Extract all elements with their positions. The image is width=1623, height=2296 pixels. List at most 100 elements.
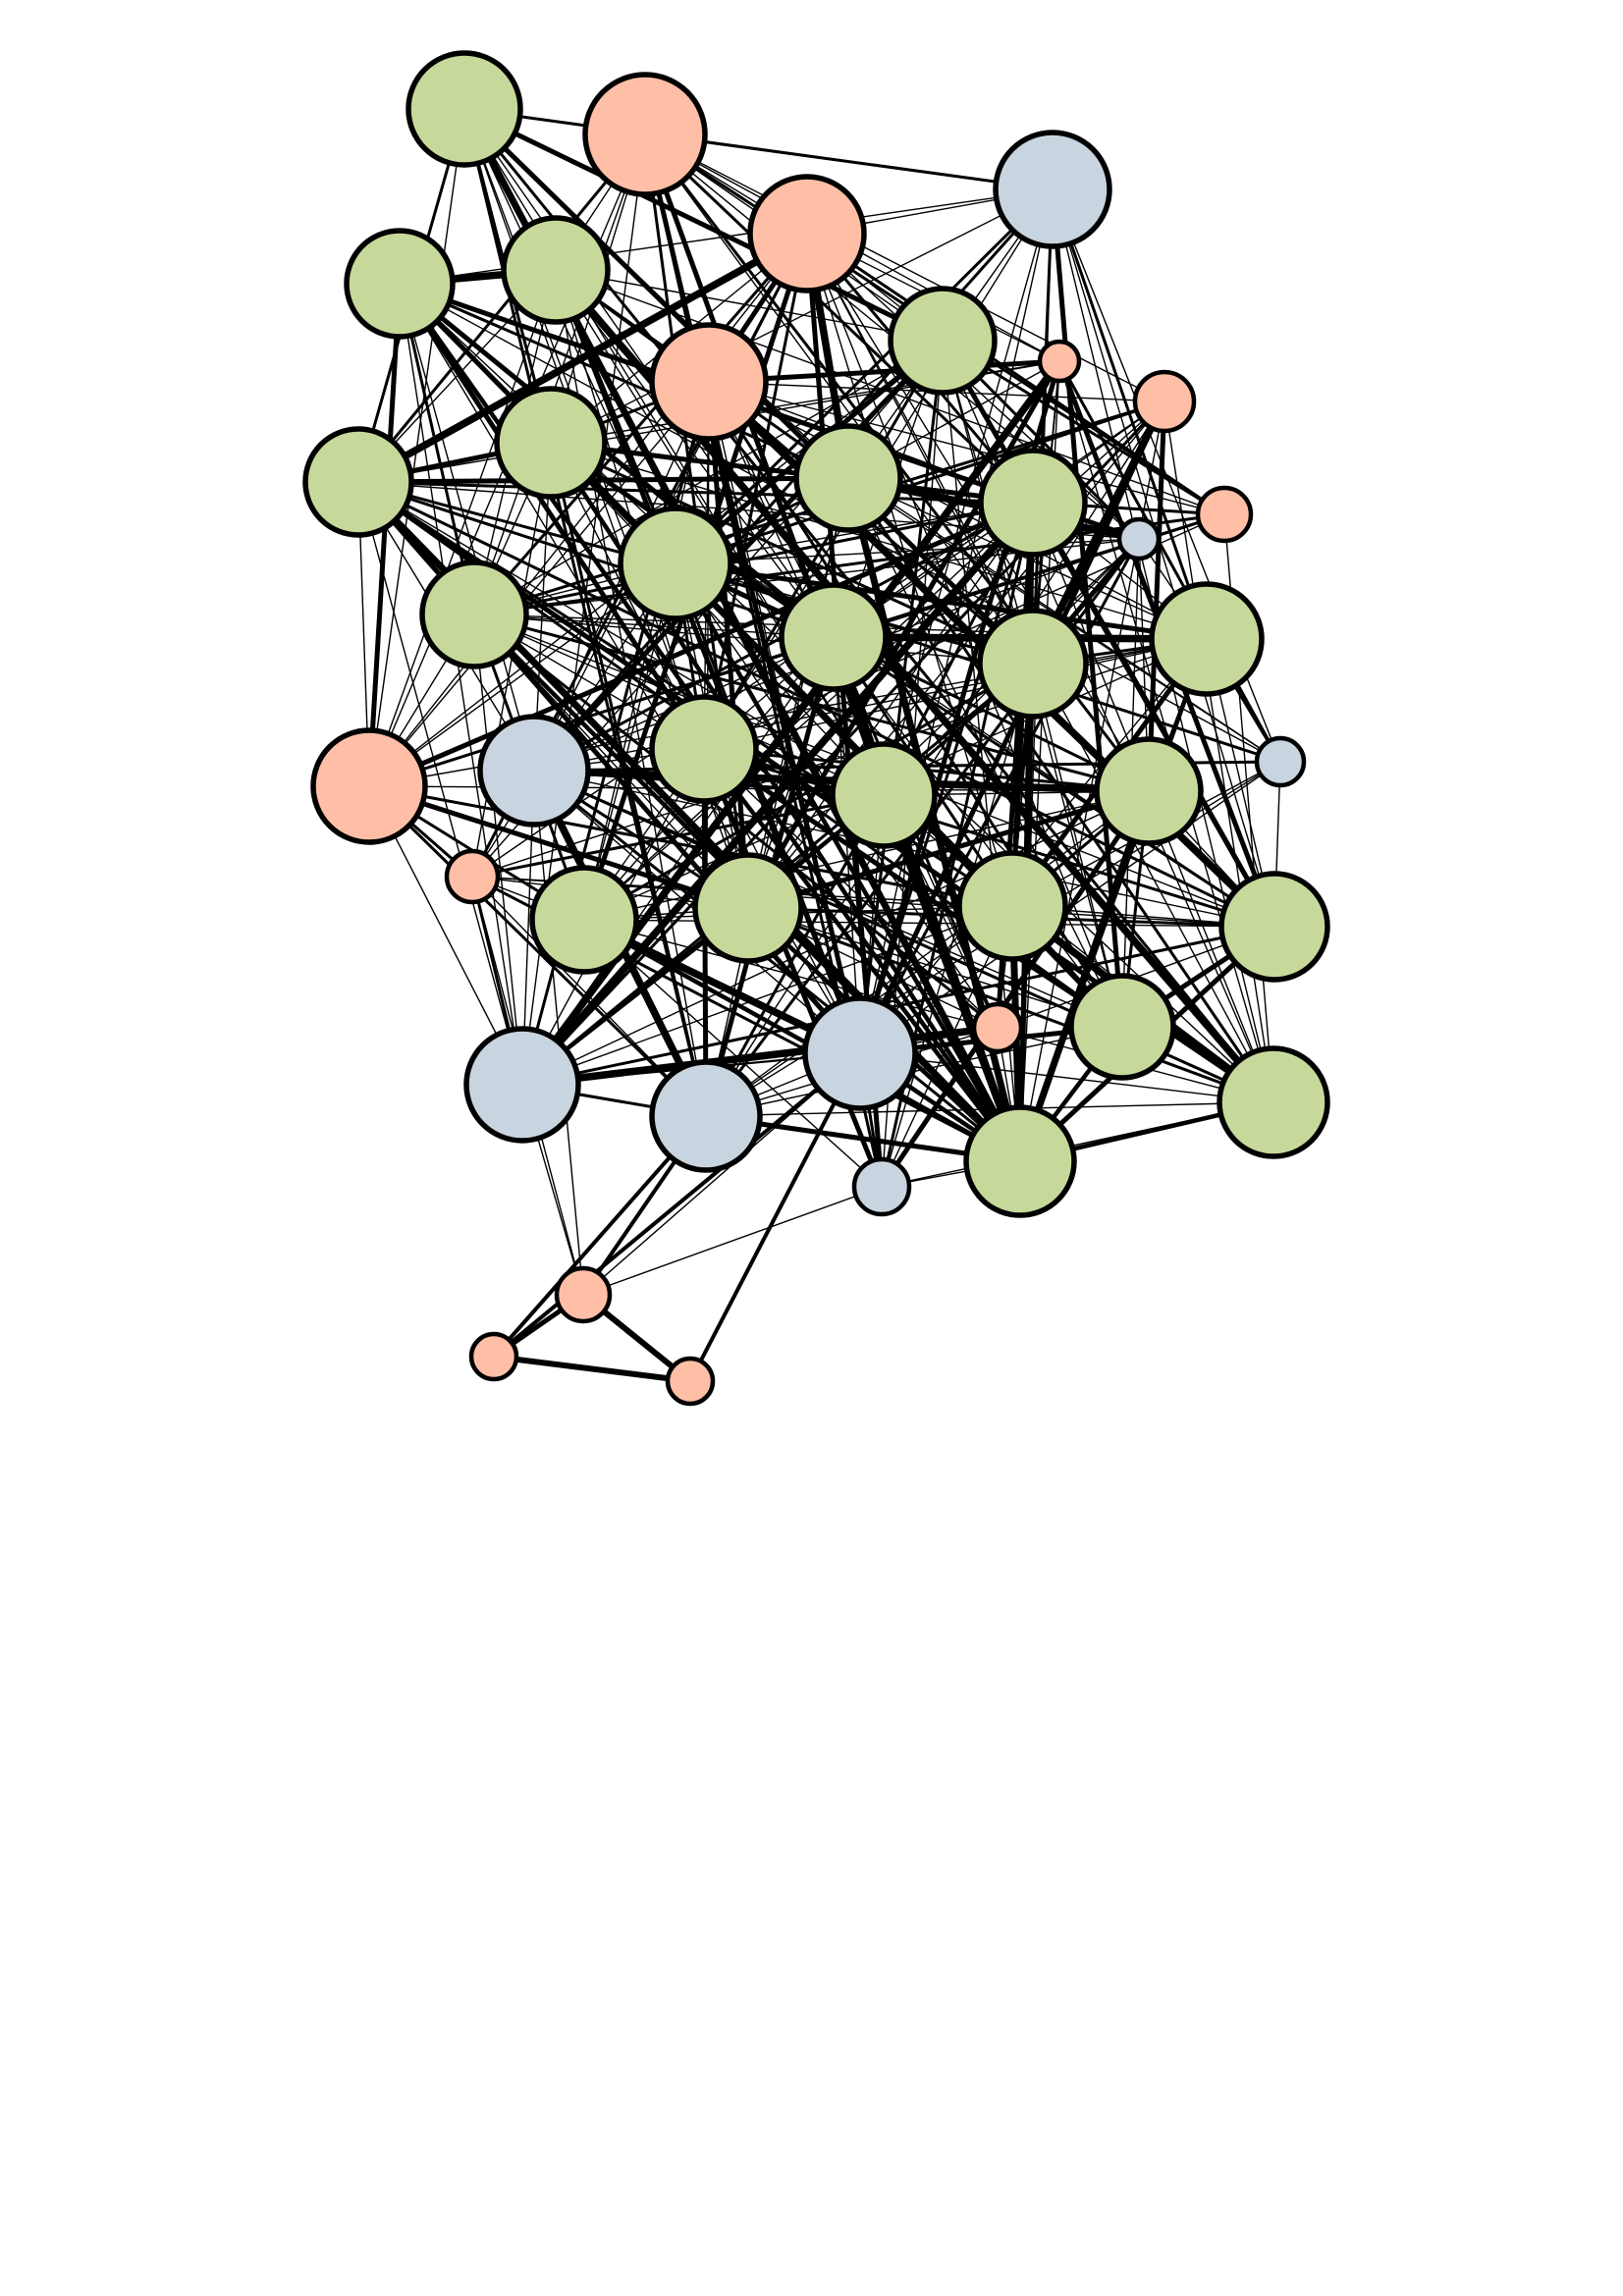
graph-node-green	[1218, 871, 1330, 983]
graph-edge	[859, 1052, 1274, 1103]
graph-node-green	[888, 286, 998, 396]
graph-edge	[1058, 360, 1274, 1103]
hub-edge	[880, 791, 1024, 1165]
graph-node-blue	[993, 130, 1112, 249]
graph-node-blue	[802, 995, 918, 1111]
graph-edge	[705, 790, 1150, 1117]
graph-edge	[708, 381, 1208, 640]
graph-edge	[472, 512, 1226, 616]
graph-edge	[583, 790, 1150, 921]
graph-node-green	[649, 694, 759, 804]
nodes-layer	[302, 50, 1330, 1407]
graph-node-green	[978, 448, 1088, 558]
graph-node-blue	[1254, 735, 1307, 788]
hub-edge	[1016, 787, 1153, 1165]
graph-node-blue	[649, 1059, 763, 1173]
graph-node-green	[779, 582, 889, 692]
graph-edge	[549, 441, 1035, 666]
graph-node-green	[956, 850, 1068, 962]
graph-edge	[473, 614, 835, 638]
graph-edge	[367, 784, 708, 1118]
graph-node-blue	[851, 1156, 912, 1217]
graph-edge	[397, 281, 837, 640]
triangle-link-edge	[688, 1051, 862, 1383]
graph-node-green	[830, 741, 938, 849]
graph-node-green	[501, 215, 611, 325]
graph-node-salmon	[971, 1001, 1024, 1054]
graph-edge	[706, 379, 751, 911]
graph-edge	[583, 919, 883, 1188]
graph-node-salmon	[665, 1356, 716, 1407]
graph-edge	[1163, 400, 1274, 1103]
graph-edge	[368, 269, 557, 787]
graph-edge	[745, 788, 1152, 911]
triangle-link-edge	[582, 1186, 883, 1296]
graph-edge	[644, 133, 1054, 190]
graph-node-salmon	[747, 174, 867, 294]
graph-edge	[399, 283, 535, 772]
graph-node-green	[793, 423, 903, 533]
graph-node-green	[344, 228, 456, 340]
graph-edge	[472, 613, 1151, 793]
graph-node-blue	[463, 1026, 581, 1144]
graph-edge	[357, 481, 523, 1086]
graph-node-green	[1149, 581, 1265, 697]
hub-edge	[701, 746, 1023, 1164]
graph-node-salmon	[468, 1331, 519, 1382]
graph-node-salmon	[310, 727, 428, 845]
graph-node-green	[1094, 736, 1204, 846]
graph-node-salmon	[1195, 485, 1254, 544]
graph-edge	[356, 480, 1035, 505]
graph-node-green	[1217, 1045, 1330, 1159]
graph-node-green	[406, 50, 523, 168]
graph-edge	[533, 638, 1208, 772]
graph-edge	[367, 784, 1014, 908]
graph-edge	[531, 338, 946, 774]
triangle-edge	[491, 1354, 693, 1384]
graph-edge	[472, 501, 1035, 616]
graph-edge	[555, 269, 944, 342]
graph-edge	[747, 907, 1123, 1028]
graph-node-green	[692, 852, 804, 964]
graph-edge	[882, 501, 1035, 797]
graph-edge	[518, 1024, 1001, 1089]
graph-edge	[746, 906, 1275, 1104]
graph-edge	[1032, 663, 1123, 1028]
graph-edge	[472, 232, 809, 616]
graph-node-green	[494, 386, 608, 500]
triangle-link-edge	[533, 770, 584, 1296]
graph-edge	[1146, 399, 1167, 794]
graph-edge	[1057, 359, 1282, 764]
graph-edge	[847, 477, 1123, 1028]
graph-node-green	[977, 608, 1089, 720]
triangle-link-edge	[492, 1051, 862, 1359]
graph-edge	[832, 635, 1151, 793]
graph-edge	[356, 133, 647, 484]
graph-edge	[521, 905, 1013, 1086]
graph-edge	[673, 561, 1210, 642]
graph-edge	[368, 233, 808, 787]
hub-edge	[673, 561, 1023, 1164]
graph-edge	[703, 638, 1208, 750]
graph-node-blue	[1116, 516, 1162, 561]
graph-node-green	[1068, 973, 1176, 1081]
graph-edge	[399, 283, 523, 1086]
hub-edge	[581, 917, 1023, 1164]
graph-node-green	[302, 426, 414, 538]
graph-edge	[366, 281, 403, 789]
graph-edge	[583, 919, 1274, 1103]
graph-edge	[550, 442, 705, 750]
graph-edge	[473, 614, 1034, 665]
graph-edge	[701, 746, 885, 1190]
graph-edge	[368, 381, 710, 787]
graph-edge	[675, 502, 1034, 564]
graph-node-salmon	[1037, 339, 1082, 384]
graph-node-blue	[477, 714, 591, 828]
graph-edge	[397, 281, 707, 752]
graph-node-salmon	[444, 848, 501, 905]
graph-edge	[473, 614, 523, 1086]
graph-edge	[555, 269, 1225, 515]
graph-edge	[550, 188, 1054, 444]
graph-node-green	[419, 560, 529, 669]
